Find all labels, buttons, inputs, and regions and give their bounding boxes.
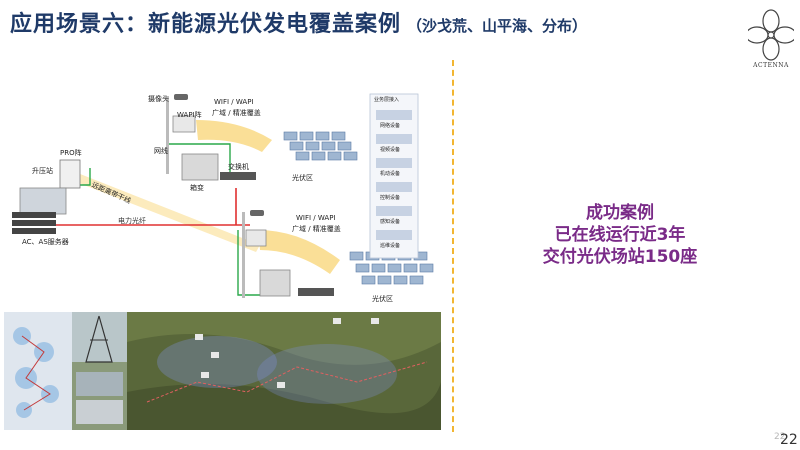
server-icon-2 [12,220,56,226]
terrain-coverage-map [127,312,441,430]
server-icon-3 [12,228,56,234]
network-diagram-graphic [12,93,434,298]
success-case-callout: 成功案例 已在线运行近3年 交付光伏场站150座 [520,202,720,268]
actenna-logo-icon [748,9,794,61]
wifi-beam-bottom [258,230,340,274]
device-label-2: 视频设备 [380,147,401,153]
label-pv-zone-bottom: 光伏区 [372,295,393,303]
long-distance-beam [66,170,260,252]
device-label-6: 巡维设备 [380,243,401,249]
device-label-4: 控制设备 [380,195,401,201]
device-label-5: 感知设备 [380,219,401,225]
page-number: 22 [780,432,798,448]
label-wifi-bottom: WIFI / WAPI [296,214,336,222]
wapi-array-top-icon [172,115,196,133]
site-layout-map [4,312,72,430]
camera-top-icon [174,94,188,100]
box-transformer-bottom-icon [259,269,291,297]
label-camera: 摄像头 [148,95,169,103]
device-thumb-2 [376,134,412,144]
label-fiber: 电力光纤 [118,217,146,225]
tower-photo [72,312,127,430]
devices-panel-header: 业务层接入 [374,97,400,103]
label-booster-station: 升压站 [32,167,53,175]
device-label-3: 机动设备 [380,171,401,177]
camera-bottom-icon [250,210,264,216]
label-servers: AC、AS服务器 [22,238,69,246]
device-thumb-1 [376,110,412,120]
device-thumb-6 [376,230,412,240]
booster-station-icon [19,187,67,215]
label-coverage-bottom: 广域 / 精准覆盖 [292,225,341,233]
device-thumb-3 [376,158,412,168]
switch-bottom-icon [298,288,334,296]
site-map-panel [4,312,441,430]
slide-title: 应用场景六：新能源光伏发电覆盖案例 （沙戈荒、山平海、分布） [10,6,587,38]
device-thumb-5 [376,206,412,216]
case-heading: 成功案例 [586,203,654,223]
switch-top-icon [220,172,256,180]
case-delivered-count: 交付光伏场站150座 [542,247,698,267]
label-network-cable: 网线 [154,147,168,155]
device-thumb-4 [376,182,412,192]
box-transformer-top-icon [181,153,219,181]
label-pv-zone-top: 光伏区 [292,174,313,182]
pole-top [166,96,169,174]
network-cable-bottom [237,230,262,296]
device-label-1: 网络设备 [380,123,401,129]
wifi-beam-top [196,120,272,152]
logo-wordmark: ACTENNA [753,62,789,69]
label-wapi-array-top: WAPI阵 [177,111,202,119]
label-box: 箱变 [190,184,204,192]
label-coverage-top: 广域 / 精准覆盖 [212,109,261,117]
title-subtitle: （沙戈荒、山平海、分布） [407,17,588,35]
wapi-array-bottom-icon [245,229,267,247]
label-pro-array: PRO阵 [60,149,82,157]
label-wifi-top: WIFI / WAPI [214,98,254,106]
network-diagram: 摄像头 WAPI阵 WIFI / WAPI 广域 / 精准覆盖 光伏区 交换机 … [0,80,450,310]
label-switch: 交换机 [228,163,249,171]
title-main: 应用场景六：新能源光伏发电覆盖案例 [10,12,402,37]
page-number-ghost: 22 [774,432,786,442]
pv-array-top [283,131,358,161]
pole-bottom [242,212,245,298]
pro-array-icon [59,159,81,189]
server-icon-1 [12,212,56,218]
case-uptime: 已在线运行近3年 [554,225,686,245]
section-divider [452,60,454,432]
